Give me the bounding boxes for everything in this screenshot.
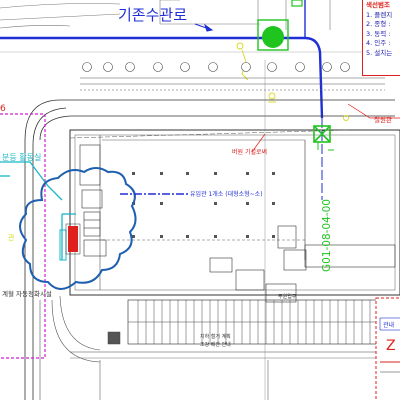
right-bottom-box-label: 관내 <box>383 321 394 329</box>
yellow-tag <box>236 42 249 81</box>
left-rooms <box>79 144 107 257</box>
right-bottom-box: 관내 Z <box>375 297 400 400</box>
right-bottom-box-label-2: Z <box>386 338 396 354</box>
pump-inlet-label: 무원입구 <box>278 293 297 300</box>
revision-cloud <box>19 167 137 290</box>
left-number-label: 6 <box>0 104 6 114</box>
interior-columns <box>132 172 275 238</box>
notes-item-4: 4. 인주 : <box>366 39 391 47</box>
yellow-marks <box>268 92 349 121</box>
site-boundary <box>24 99 395 400</box>
right-mid-label: 철원관 <box>374 115 392 124</box>
existing-pipe-label: 기존수관로 <box>118 6 187 24</box>
left-bottom-label: 계혈 자동정화시설 <box>2 289 52 298</box>
building-outline <box>69 129 400 296</box>
green-valve-pit <box>257 0 303 51</box>
magenta-boundary <box>0 113 46 359</box>
notes-item-3: 3. 동력 : <box>366 29 391 38</box>
notes-box: 색선범조 1. 플렌지 2. 종형 : 3. 동력 : 4. 인주 : 5. 설… <box>362 0 400 76</box>
top-road-lines <box>0 0 400 53</box>
section-code-label: G01-08-04-00 <box>321 199 333 272</box>
dimension-line <box>80 77 385 91</box>
existing-main-pipe <box>0 0 324 119</box>
green-valve-box <box>313 125 331 143</box>
column-grid-row <box>82 62 377 72</box>
notes-title: 색선범조 <box>366 1 390 9</box>
notes-item-5: 5. 설치는 <box>366 48 393 57</box>
bottom-label-1: 지하 철거 계획 <box>200 333 231 340</box>
red-leaders <box>251 103 400 153</box>
road-curve <box>39 295 101 400</box>
cyan-pipe <box>0 161 76 261</box>
bottom-label-2: 조강 배관 안내 <box>200 341 231 348</box>
parking-stripes <box>70 299 400 400</box>
notes-item-2: 2. 종형 : <box>366 20 391 28</box>
inflow-label: 유입관 1개소 (대형소형~소) <box>190 190 263 198</box>
green-marks <box>317 142 334 151</box>
red-equipment-outline <box>65 223 81 255</box>
notes-item-1: 1. 플렌지 <box>366 10 393 19</box>
cut-pipe-label: 버원 기설로써 <box>232 148 267 156</box>
lower-rooms <box>209 225 396 303</box>
left-sign-label: 분등 활동실 <box>2 152 41 162</box>
small-pipe-label: 관 <box>8 233 15 242</box>
red-equipment <box>68 226 78 252</box>
